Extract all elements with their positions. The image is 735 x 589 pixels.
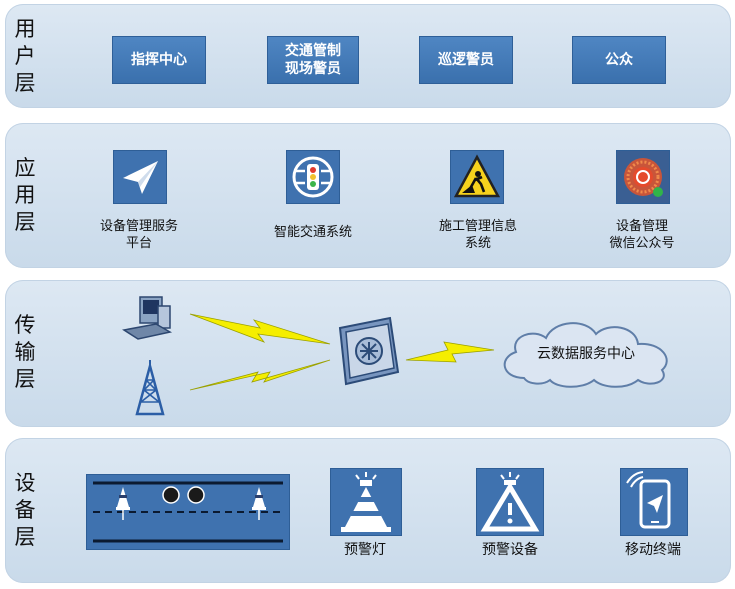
- intelligent-traffic-system-label: 智能交通系统: [273, 225, 352, 240]
- command-center-button[interactable]: 指挥中心: [112, 36, 206, 84]
- cloud-data-center-label: 云数据服务中心: [537, 346, 635, 362]
- signal-tower-icon: [132, 358, 168, 416]
- lightning-link-tower: [189, 359, 331, 391]
- lightning-link-cloud: [405, 341, 495, 363]
- router-icon: [332, 314, 402, 388]
- cloud-data-center: 云数据服务中心: [494, 316, 678, 390]
- mobile-terminal-label: 移动终端: [625, 542, 681, 558]
- patrol-officer-button[interactable]: 巡逻警员: [419, 36, 513, 84]
- traffic-light-icon[interactable]: [286, 150, 340, 204]
- computer-icon: [120, 294, 176, 342]
- device-service-platform-label: 设备管理服务 平台: [99, 219, 178, 251]
- lightning-link-computer: [189, 313, 331, 345]
- wechat-account-label: 设备管理 微信公众号: [609, 219, 675, 251]
- traffic-control-officer-button[interactable]: 交通管制 现场警员: [267, 36, 359, 84]
- warning-light-label: 预警灯: [344, 542, 386, 558]
- wechat-qr-icon[interactable]: [616, 150, 670, 204]
- warning-light-icon[interactable]: [330, 468, 402, 536]
- device-layer-label: 设 备 层: [14, 471, 36, 549]
- transport-layer-label: 传 输 层: [14, 313, 36, 391]
- mobile-terminal-icon[interactable]: [620, 468, 688, 536]
- application-layer-label: 应 用 层: [14, 156, 36, 234]
- road-scene-image: [86, 474, 290, 550]
- construction-management-system-label: 施工管理信息 系统: [438, 219, 517, 251]
- user-layer-label: 用 户 层: [14, 17, 36, 95]
- paper-plane-icon[interactable]: [113, 150, 167, 204]
- warning-device-label: 预警设备: [482, 542, 538, 558]
- public-button[interactable]: 公众: [572, 36, 666, 84]
- road-work-sign-icon[interactable]: [450, 150, 504, 204]
- warning-device-icon[interactable]: [476, 468, 544, 536]
